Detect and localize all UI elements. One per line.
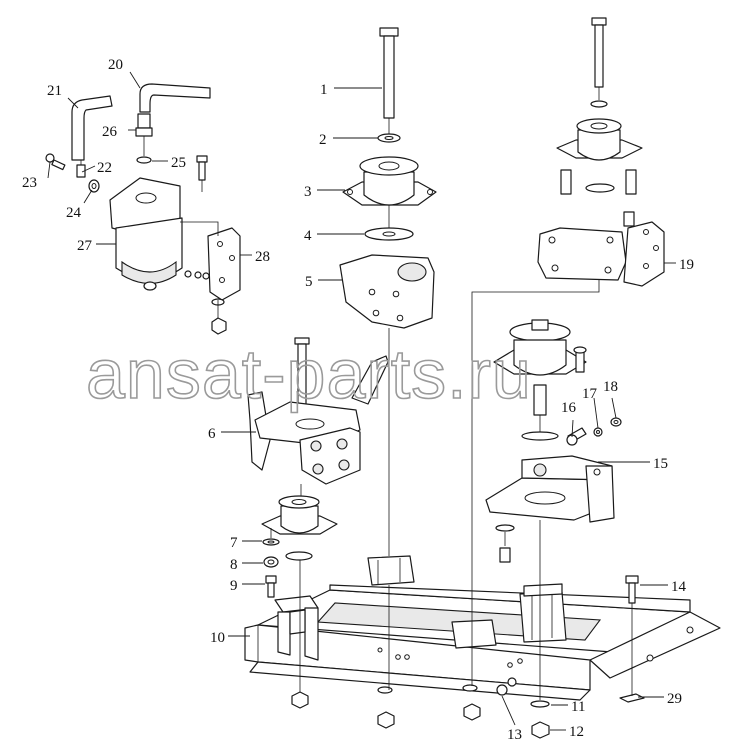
callout-20: 20 xyxy=(108,57,123,73)
right-bracket-15 xyxy=(485,455,615,523)
callout-8: 8 xyxy=(230,557,238,573)
callout-26: 26 xyxy=(102,124,118,140)
callout-14: 14 xyxy=(671,579,687,595)
nut-lower-left xyxy=(291,691,309,709)
washer-lower-right xyxy=(462,684,481,721)
callout-24: 24 xyxy=(66,205,82,221)
callout-6: 6 xyxy=(208,426,216,442)
callout-22: 22 xyxy=(97,160,112,176)
right-mount xyxy=(493,319,587,416)
left-washer-8 xyxy=(263,556,279,568)
center-bolt-1 xyxy=(379,27,399,119)
rail-bracket-center xyxy=(367,555,497,649)
nut-12 xyxy=(531,721,550,739)
washer-11 xyxy=(530,700,550,708)
right-bolt-16 xyxy=(566,427,587,446)
assembly-lines xyxy=(80,87,633,700)
callout-10: 10 xyxy=(210,630,225,646)
washer-24 xyxy=(88,179,100,193)
callout-1: 1 xyxy=(320,82,328,98)
washer-5-lower xyxy=(495,524,515,563)
callout-28: 28 xyxy=(255,249,270,265)
left-bracket-6 xyxy=(247,337,389,485)
callout-2: 2 xyxy=(319,132,327,148)
callout-12: 12 xyxy=(569,724,584,740)
callout-5: 5 xyxy=(305,274,313,290)
right-washer-11-upper xyxy=(521,431,559,441)
callout-labels: 1 2 3 4 5 6 7 8 9 10 11 12 13 14 15 16 1… xyxy=(22,57,694,743)
callout-27: 27 xyxy=(77,238,93,254)
left-bolt-9 xyxy=(265,575,277,598)
plate-29 xyxy=(619,693,645,703)
bracket-19 xyxy=(537,211,665,287)
center-washer-4 xyxy=(364,227,414,241)
callout-23: 23 xyxy=(22,175,37,191)
washer-lower-center xyxy=(377,686,395,729)
fitting-26 xyxy=(135,113,153,137)
callout-9: 9 xyxy=(230,578,238,594)
bolt-13 xyxy=(496,677,517,696)
right-screw-top xyxy=(573,346,587,373)
base-frame-rail xyxy=(244,584,721,701)
bracket-28 xyxy=(184,227,241,335)
rail-bracket-left xyxy=(274,595,319,661)
callout-3: 3 xyxy=(304,184,312,200)
bolt-23 xyxy=(45,153,66,171)
hose-21 xyxy=(71,95,113,161)
callout-19: 19 xyxy=(679,257,694,273)
right-washer-18 xyxy=(610,417,622,427)
callout-13: 13 xyxy=(507,727,522,743)
bolt-small xyxy=(196,155,208,181)
left-mount xyxy=(261,495,338,561)
callout-7: 7 xyxy=(230,535,238,551)
upper-right-mount xyxy=(556,118,643,195)
callout-11: 11 xyxy=(571,699,585,715)
center-bracket-5 xyxy=(339,254,435,329)
left-washer-7 xyxy=(262,538,280,546)
callout-29: 29 xyxy=(667,691,682,707)
rail-bracket-right xyxy=(519,583,567,643)
center-mount-3 xyxy=(342,156,437,206)
callout-17: 17 xyxy=(582,386,598,402)
callout-25: 25 xyxy=(171,155,186,171)
watermark-text: ansat-parts.ru xyxy=(86,335,532,413)
filter-27 xyxy=(109,177,183,291)
hose-20 xyxy=(139,83,211,113)
callout-4: 4 xyxy=(304,228,312,244)
callout-18: 18 xyxy=(603,379,618,395)
center-washer-2 xyxy=(377,133,401,143)
leader-lines xyxy=(47,71,676,731)
callout-16: 16 xyxy=(561,400,577,416)
right-washer-17 xyxy=(593,427,603,437)
callout-15: 15 xyxy=(653,456,668,472)
callout-21: 21 xyxy=(47,83,62,99)
washer-25 xyxy=(136,156,152,164)
